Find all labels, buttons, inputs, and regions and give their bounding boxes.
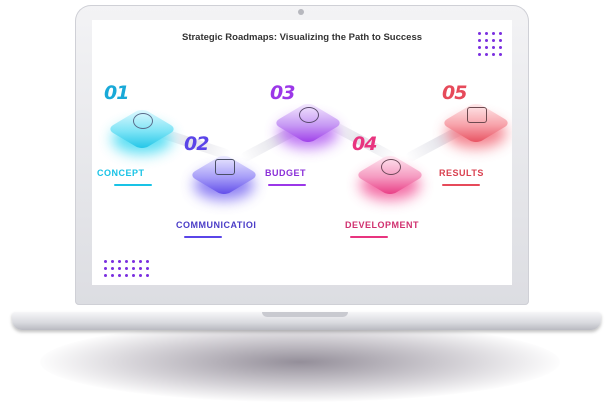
step-underline: [442, 184, 480, 186]
step-underline: [268, 184, 306, 186]
slide-title: Strategic Roadmaps: Visualizing the Path…: [181, 32, 423, 43]
step-label: CONCEPT: [97, 168, 145, 178]
gear-icon: [381, 159, 401, 175]
dot-grid-decoration-bottom: [104, 260, 149, 277]
step-underline: [184, 236, 222, 238]
step-number: 04: [352, 133, 377, 155]
step-number: 03: [270, 82, 295, 104]
step-number: 01: [104, 82, 129, 104]
step-number: 02: [184, 133, 209, 155]
target-icon: [133, 113, 153, 129]
dollar-icon: [299, 107, 319, 123]
laptop-screen: Strategic Roadmaps: Visualizing the Path…: [92, 20, 512, 285]
step-underline: [114, 184, 152, 186]
step-label: BUDGET: [265, 168, 306, 178]
step-label: DEVELOPMENT: [345, 220, 420, 230]
step-underline: [350, 236, 388, 238]
chat-icon: [215, 159, 235, 175]
check-icon: [467, 107, 487, 123]
laptop-shadow: [40, 322, 560, 402]
step-number: 05: [442, 82, 467, 104]
dot-grid-decoration-top: [478, 32, 502, 56]
laptop-hinge-notch: [262, 312, 348, 317]
webcam: [298, 9, 304, 15]
step-label: RESULTS: [439, 168, 484, 178]
laptop-base: [12, 312, 601, 330]
step-label: COMMUNICATIOI: [176, 220, 257, 230]
